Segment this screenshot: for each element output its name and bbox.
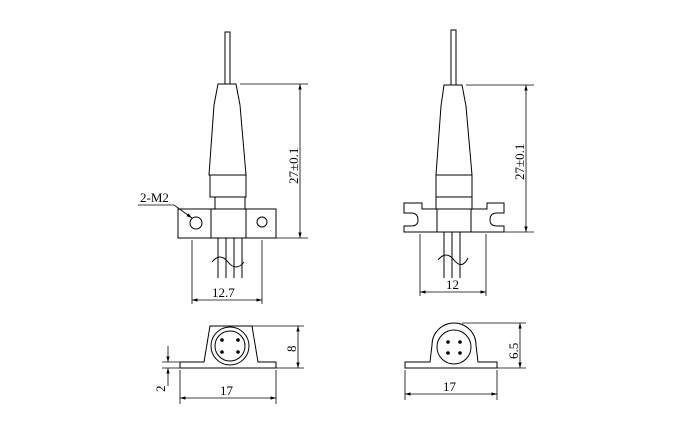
left-width-label: 12.7 bbox=[212, 285, 235, 300]
left-front-view: 2-M2 27±0.1 12.7 bbox=[138, 31, 308, 304]
thread-label: 2-M2 bbox=[140, 190, 169, 205]
right-mount-hole bbox=[256, 216, 268, 228]
left-base-thickness-label: 2 bbox=[153, 386, 168, 393]
left-base-width-label: 17 bbox=[220, 383, 234, 398]
right-front-view: 27±0.1 12 bbox=[403, 29, 534, 296]
left-body bbox=[209, 174, 247, 198]
right-flange bbox=[403, 202, 505, 233]
left-base-height-label: 8 bbox=[284, 346, 299, 353]
left-bottom-view: 8 2 17 bbox=[153, 325, 304, 404]
right-base-circle bbox=[436, 329, 472, 365]
right-base-width-label: 17 bbox=[443, 379, 457, 394]
right-body bbox=[435, 174, 473, 198]
left-neck bbox=[214, 196, 246, 210]
right-neck bbox=[435, 196, 473, 210]
left-fiber bbox=[224, 31, 231, 85]
left-mount-hole bbox=[189, 216, 203, 230]
left-height-label: 27±0.1 bbox=[286, 148, 301, 184]
right-width-label: 12 bbox=[446, 277, 459, 292]
right-height-label: 27±0.1 bbox=[512, 144, 527, 180]
right-boot bbox=[435, 84, 473, 176]
right-bottom-view: 6.5 17 bbox=[404, 322, 526, 400]
right-fiber bbox=[450, 29, 457, 86]
left-boot bbox=[208, 83, 247, 176]
right-base-height-label: 6.5 bbox=[506, 343, 521, 359]
